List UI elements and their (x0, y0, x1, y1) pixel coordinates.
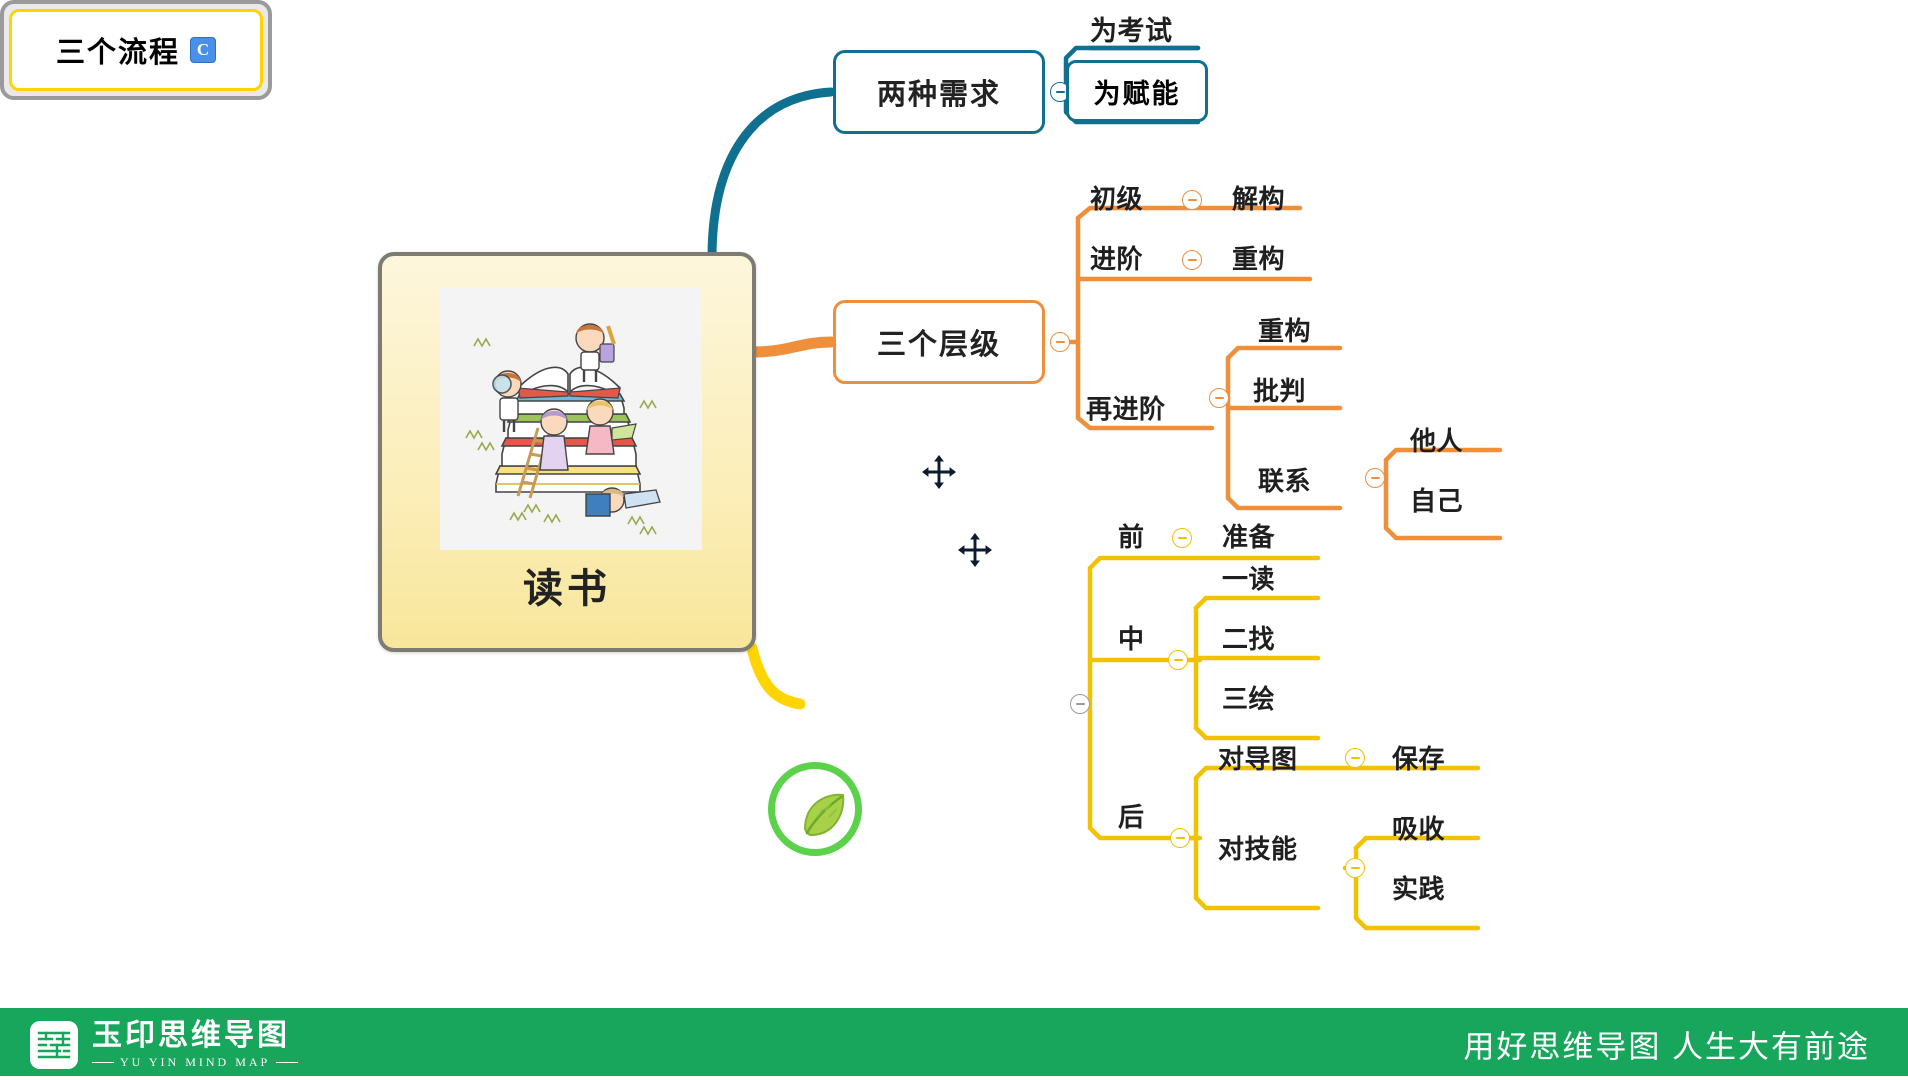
node-further-advanced-label: 再进阶 (1086, 394, 1166, 424)
node-others[interactable]: 他人 (1410, 428, 1463, 454)
brand-logo-text: 玉印思维导图 YU YIN MIND MAP (92, 1019, 299, 1070)
node-reconstruct-a[interactable]: 重构 (1232, 246, 1285, 272)
move-cursor-2[interactable] (955, 530, 995, 570)
node-save-label: 保存 (1392, 744, 1446, 774)
node-save[interactable]: 保存 (1392, 746, 1445, 772)
node-absorb[interactable]: 吸收 (1392, 816, 1445, 842)
node-prepare-label: 准备 (1222, 522, 1276, 552)
brand-logo: 玉印思维导图 YU YIN MIND MAP (30, 1019, 299, 1070)
brand-name-en-text: YU YIN MIND MAP (120, 1054, 271, 1069)
marker-badge-c[interactable]: C (190, 37, 216, 63)
node-for-skill-label: 对技能 (1218, 834, 1298, 864)
move-cursor-1[interactable] (919, 452, 959, 492)
branch-connectors (707, 45, 1503, 931)
node-read-first[interactable]: 一读 (1222, 566, 1275, 592)
node-for-mindmap-label: 对导图 (1218, 744, 1298, 774)
branch-node-three-levels-label: 三个层级 (876, 329, 1001, 361)
leaf-icon-badge[interactable] (768, 762, 862, 856)
brand-name-en: YU YIN MIND MAP (92, 1054, 299, 1070)
node-absorb-label: 吸收 (1392, 814, 1446, 844)
move-cursor-icon (920, 453, 958, 491)
node-for-exam-label: 为考试 (1090, 16, 1173, 46)
leaf-icon (803, 793, 845, 837)
central-node-label: 读书 (523, 567, 611, 611)
node-find-second-label: 二找 (1222, 624, 1276, 654)
node-beginner-label: 初级 (1090, 184, 1144, 214)
node-for-empowerment[interactable]: 为赋能 (1066, 60, 1208, 122)
node-practice-label: 实践 (1392, 874, 1446, 904)
node-for-skill[interactable]: 对技能 (1218, 836, 1298, 862)
collapse-toggle-for-skill[interactable] (1345, 858, 1365, 878)
node-during[interactable]: 中 (1118, 626, 1145, 652)
rule-right (276, 1061, 299, 1063)
node-connect[interactable]: 联系 (1258, 468, 1311, 494)
node-self[interactable]: 自己 (1410, 488, 1463, 514)
node-reconstruct-b-label: 重构 (1258, 316, 1312, 346)
collapse-toggle-before[interactable] (1172, 528, 1192, 548)
collapse-toggle-for-mindmap[interactable] (1345, 748, 1365, 768)
node-reconstruct-b[interactable]: 重构 (1258, 318, 1311, 344)
node-read-first-label: 一读 (1222, 564, 1276, 594)
move-cursor-icon (956, 531, 994, 569)
node-prepare[interactable]: 准备 (1222, 524, 1275, 550)
node-for-exam[interactable]: 为考试 (1090, 18, 1173, 45)
rule-left (92, 1061, 114, 1063)
footer-bar: 玉印思维导图 YU YIN MIND MAP 用好思维导图 人生大有前途 (0, 1005, 1908, 1080)
node-for-empowerment-label: 为赋能 (1093, 78, 1181, 109)
node-beginner[interactable]: 初级 (1090, 186, 1143, 212)
collapse-toggle-connect[interactable] (1365, 468, 1385, 488)
collapse-toggle-after[interactable] (1170, 828, 1190, 848)
logo-mark-icon (30, 1020, 78, 1069)
branch-node-three-processes-label: 三个流程 (55, 37, 180, 69)
node-after-label: 后 (1118, 802, 1145, 832)
node-draw-third[interactable]: 三绘 (1222, 686, 1275, 712)
branch-node-three-processes-inner: 三个流程 C (9, 9, 263, 91)
node-deconstruct[interactable]: 解构 (1232, 186, 1285, 212)
footer-tagline: 用好思维导图 人生大有前途 (1463, 1029, 1870, 1065)
node-deconstruct-label: 解构 (1232, 184, 1286, 214)
collapse-toggle-during[interactable] (1168, 650, 1188, 670)
node-find-second[interactable]: 二找 (1222, 626, 1275, 652)
collapse-toggle-three-processes[interactable] (1070, 694, 1090, 714)
brand-name-cn: 玉印思维导图 (92, 1019, 290, 1052)
central-node[interactable]: 读书 (378, 252, 756, 652)
node-advanced-label: 进阶 (1090, 244, 1144, 274)
collapse-toggle-beginner[interactable] (1182, 190, 1202, 210)
node-during-label: 中 (1118, 624, 1145, 654)
node-for-mindmap[interactable]: 对导图 (1218, 746, 1298, 772)
branch-node-two-needs[interactable]: 两种需求 (833, 50, 1045, 134)
collapse-toggle-further-advanced[interactable] (1209, 388, 1229, 408)
mindmap-canvas[interactable]: 读书 两种需求 为赋能 为考试 三个层级 三个流程 C 初级 (0, 0, 1908, 1005)
node-advanced[interactable]: 进阶 (1090, 246, 1143, 272)
node-reconstruct-a-label: 重构 (1232, 244, 1286, 274)
node-draw-third-label: 三绘 (1222, 684, 1276, 714)
collapse-toggle-advanced[interactable] (1182, 250, 1202, 270)
node-others-label: 他人 (1410, 426, 1464, 456)
node-critique[interactable]: 批判 (1253, 378, 1306, 404)
node-before[interactable]: 前 (1118, 524, 1145, 550)
node-further-advanced[interactable]: 再进阶 (1086, 396, 1166, 422)
node-after[interactable]: 后 (1118, 804, 1145, 830)
node-critique-label: 批判 (1253, 376, 1307, 406)
central-node-image (440, 288, 702, 550)
node-before-label: 前 (1118, 522, 1145, 552)
branch-node-three-processes[interactable]: 三个流程 C (0, 0, 272, 100)
node-practice[interactable]: 实践 (1392, 876, 1445, 902)
node-connect-label: 联系 (1258, 466, 1312, 496)
node-self-label: 自己 (1410, 486, 1464, 516)
branch-node-two-needs-label: 两种需求 (876, 79, 1001, 111)
branch-node-three-levels[interactable]: 三个层级 (833, 300, 1045, 384)
collapse-toggle-three-levels[interactable] (1050, 332, 1070, 352)
